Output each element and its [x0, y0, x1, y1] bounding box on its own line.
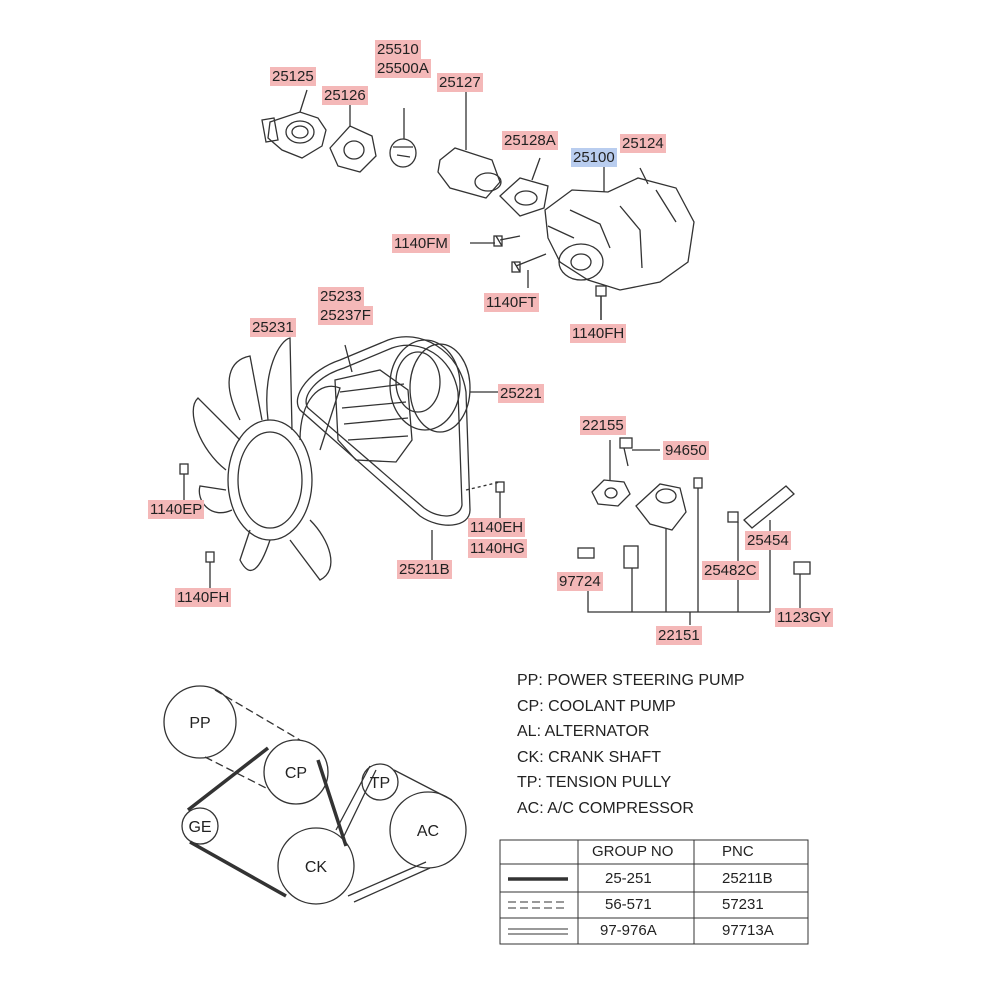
part-number-25127: 25127 — [437, 73, 483, 92]
part-number-25237f: 25237F — [318, 306, 373, 325]
part-number-1140fh: 1140FH — [570, 324, 627, 343]
water-inlet-pipe-drawing — [437, 92, 502, 199]
v-belt-drawing — [296, 336, 471, 566]
pulley-ac-label: AC — [417, 823, 439, 840]
belt-routing-diagram — [163, 685, 467, 905]
legend-item: AC: A/C COMPRESSOR — [517, 799, 694, 817]
table-line-samples — [508, 877, 568, 935]
part-number-1140eh: 1140EH — [468, 518, 526, 537]
part-number-25126: 25126 — [322, 86, 368, 105]
pulley-ck — [277, 827, 355, 905]
part-number-25510: 25510 — [375, 40, 421, 59]
thermostat-housing-drawing — [261, 111, 327, 159]
part-number-25100: 25100 — [571, 148, 617, 167]
part-number-94650: 94650 — [663, 441, 709, 460]
part-number-22151: 22151 — [656, 626, 702, 645]
legend-item: CK: CRANK SHAFT — [517, 748, 662, 766]
pulley-ge-label: GE — [188, 819, 211, 836]
part-number-1140hg: 1140HG — [468, 539, 527, 558]
part-number-25221: 25221 — [498, 384, 544, 403]
pulley-cp-label: CP — [285, 765, 307, 782]
fan-clutch-drawing — [334, 344, 413, 463]
part-number-25482c: 25482C — [702, 561, 759, 580]
gasket-drawing — [329, 125, 377, 173]
group-table-grid — [499, 839, 809, 945]
legend-item: PP: POWER STEERING PUMP — [517, 672, 745, 689]
pulley-ck-label: CK — [305, 859, 328, 876]
part-number-25124: 25124 — [620, 134, 666, 153]
pulley-pp-label: PP — [189, 715, 210, 732]
part-number-25128a: 25128A — [502, 131, 558, 150]
pulley-pp — [163, 685, 237, 759]
water-pump-drawing — [544, 165, 695, 291]
pulley-cp — [263, 739, 329, 805]
part-number-22155: 22155 — [580, 416, 626, 435]
part-number-25233: 25233 — [318, 287, 364, 306]
legend-item: TP: TENSION PULLY — [517, 774, 672, 791]
pulley-ac — [389, 791, 467, 869]
table-cell-group: 25-251 — [605, 870, 652, 887]
abbreviation-legend: PP: POWER STEERING PUMP CP: COOLANT PUMP… — [517, 668, 745, 821]
legend-item: CP: COOLANT PUMP — [517, 697, 676, 715]
cooling-fan-drawing — [192, 337, 341, 581]
inlet-gasket-drawing — [499, 157, 549, 217]
part-number-25211b: 25211B — [397, 560, 452, 579]
part-number-25231: 25231 — [250, 318, 296, 337]
part-number-1123gy: 1123GY — [775, 608, 833, 627]
table-cell-pnc: 25211B — [722, 870, 773, 887]
table-cell-group: 56-571 — [605, 896, 652, 913]
fan-bolts-drawing — [179, 463, 505, 588]
part-number-1140ft: 1140FT — [484, 293, 539, 312]
table-cell-pnc: 57231 — [722, 896, 764, 913]
pulley-tp-label: TP — [370, 775, 390, 792]
part-number-1140fm: 1140FM — [392, 234, 450, 253]
sensor-group-drawing — [577, 437, 811, 575]
part-number-97724: 97724 — [557, 572, 603, 591]
part-number-25454: 25454 — [745, 531, 791, 550]
legend-item: AL: ALTERNATOR — [517, 723, 650, 740]
table-header-group-no: GROUP NO — [592, 843, 674, 860]
part-number-25500a: 25500A — [375, 59, 431, 78]
table-cell-group: 97-976A — [600, 922, 657, 939]
thermostat-drawing — [389, 108, 417, 168]
table-cell-pnc: 97713A — [722, 922, 774, 939]
part-number-1140ep: 1140EP — [148, 500, 205, 519]
part-number-25125: 25125 — [270, 67, 316, 86]
pulley-ge — [181, 807, 219, 845]
part-number-1140fh-fan: 1140FH — [175, 588, 232, 607]
table-header-pnc: PNC — [722, 843, 754, 860]
